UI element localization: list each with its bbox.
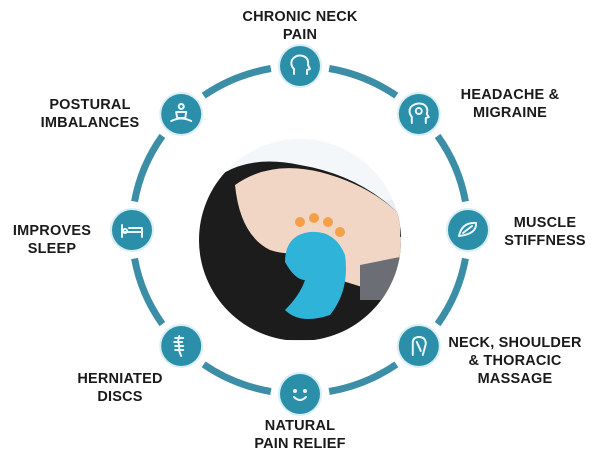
massage-node bbox=[335, 227, 345, 237]
massage-node bbox=[323, 217, 333, 227]
ring-segment bbox=[328, 361, 399, 395]
node-herniated-discs bbox=[159, 323, 204, 368]
bed-icon bbox=[121, 224, 143, 238]
node-muscle-stiffness bbox=[446, 208, 490, 252]
ring-segment bbox=[434, 133, 469, 203]
node-improves-sleep bbox=[110, 208, 154, 252]
ring-segment bbox=[201, 361, 272, 395]
node-chronic-neck-pain bbox=[278, 44, 322, 88]
neck-pillow bbox=[285, 231, 346, 319]
node-headache-migraine bbox=[396, 92, 441, 137]
face bbox=[235, 168, 400, 254]
ring-segment bbox=[131, 133, 166, 203]
shoulder-icon bbox=[411, 335, 427, 356]
brain-icon bbox=[408, 102, 430, 125]
muscle-icon bbox=[458, 221, 478, 237]
smiley-icon bbox=[293, 389, 307, 401]
head-icon bbox=[290, 54, 311, 75]
meditation-icon bbox=[170, 103, 193, 123]
massage-node bbox=[309, 213, 319, 223]
spine-icon bbox=[173, 334, 185, 357]
massage-node bbox=[295, 217, 305, 227]
node-postural-imbalances bbox=[159, 92, 204, 137]
label-headache-migraine: HEADACHE &MIGRAINE bbox=[460, 87, 560, 121]
ring-segment bbox=[131, 257, 166, 327]
center-photo bbox=[199, 139, 401, 341]
node-neck-shoulder-thoracic-massage bbox=[396, 323, 441, 368]
node-natural-pain-relief bbox=[278, 372, 322, 416]
ring-segment bbox=[434, 257, 469, 327]
ring-segment bbox=[328, 65, 399, 99]
ring-segment bbox=[201, 65, 272, 99]
